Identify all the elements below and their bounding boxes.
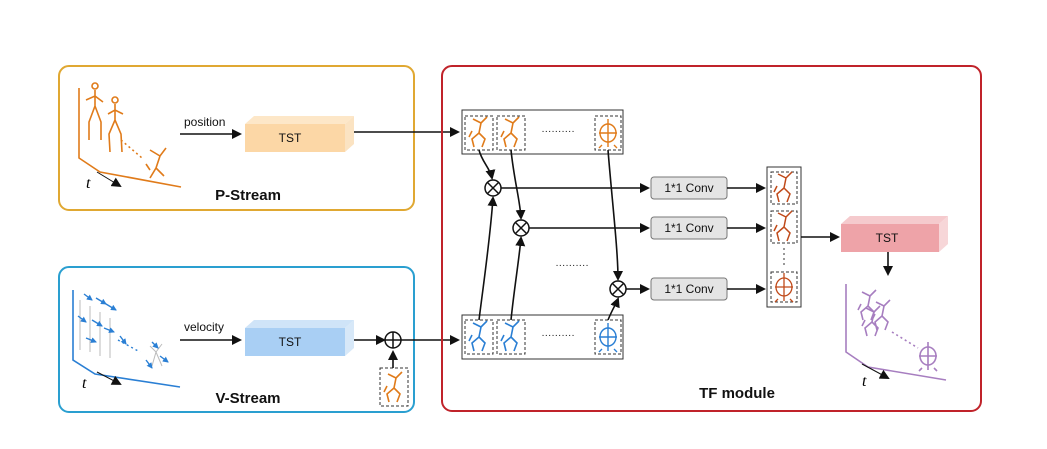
tf-tst-top bbox=[841, 216, 948, 224]
fused-feature-stack bbox=[766, 166, 802, 308]
p-time-axis bbox=[78, 88, 182, 188]
conv-1-label: 1*1 Conv bbox=[664, 181, 713, 195]
v-velocity-arrow-1 bbox=[83, 293, 93, 301]
tf-tst-label: TST bbox=[876, 231, 899, 245]
p-stream-skeleton-sequence bbox=[78, 82, 182, 188]
p2-to-mul2 bbox=[510, 149, 526, 220]
p-skeleton-3 bbox=[145, 147, 167, 179]
pn-to-muln bbox=[607, 149, 623, 281]
output-skeleton-sequence bbox=[845, 284, 947, 381]
p-tst-top bbox=[245, 116, 354, 124]
output-time-axis bbox=[845, 284, 947, 381]
v-t-label: t bbox=[82, 375, 87, 392]
v-skeleton-dots bbox=[117, 339, 141, 353]
conv-1: 1*1 Conv bbox=[650, 176, 728, 200]
p-skeleton-dots bbox=[120, 139, 143, 159]
circled-times-icon bbox=[609, 280, 627, 298]
v-feature-strip: ·········· bbox=[461, 314, 624, 360]
middle-ellipsis: ·········· bbox=[555, 260, 588, 271]
v-velocity-arrow-7 bbox=[85, 337, 97, 343]
v-skeleton-last bbox=[149, 343, 163, 367]
conv-n-label: 1*1 Conv bbox=[664, 282, 713, 296]
tf-tst-side bbox=[939, 216, 948, 252]
p-skeleton-1-head bbox=[91, 82, 99, 90]
output-t-label: t bbox=[862, 373, 867, 390]
tf-module-panel bbox=[441, 65, 982, 412]
v-velocity-arrow-11 bbox=[145, 359, 153, 369]
p-tst-side bbox=[345, 116, 354, 152]
p-skeleton-2-head bbox=[111, 96, 119, 104]
v-velocity-arrow-10 bbox=[159, 355, 169, 363]
v-tst-label: TST bbox=[279, 335, 302, 349]
p1-to-mul1 bbox=[478, 149, 496, 180]
p-stream-panel bbox=[58, 65, 415, 211]
circled-times-icon bbox=[484, 179, 502, 197]
circled-times-icon bbox=[512, 219, 530, 237]
p-skeleton-2 bbox=[107, 104, 124, 153]
v-skeleton-bones bbox=[79, 300, 111, 358]
v-tst-side bbox=[345, 320, 354, 356]
v-stream-skeleton-sequence bbox=[72, 290, 181, 388]
conv-n: 1*1 Conv bbox=[650, 277, 728, 301]
v-stream-title: V-Stream bbox=[215, 390, 280, 407]
v2-to-mul2 bbox=[510, 236, 526, 321]
tf-module-title: TF module bbox=[699, 385, 775, 402]
p-tst-block: TST bbox=[245, 116, 354, 152]
v-velocity-label: velocity bbox=[184, 320, 224, 334]
v-tst-top bbox=[245, 320, 354, 328]
v-tst-front bbox=[245, 328, 345, 356]
conv-2-label: 1*1 Conv bbox=[664, 221, 713, 235]
conv-2: 1*1 Conv bbox=[650, 216, 728, 240]
v-time-axis bbox=[72, 290, 181, 388]
circled-plus-icon bbox=[384, 331, 402, 349]
p-stream-title: P-Stream bbox=[215, 187, 281, 204]
p-position-label: position bbox=[184, 115, 225, 129]
v-velocity-arrow-5 bbox=[91, 319, 103, 327]
output-t-arrow bbox=[861, 363, 890, 379]
vn-to-muln bbox=[607, 297, 620, 321]
p-t-label: t bbox=[86, 175, 91, 192]
tf-tst-block: TST bbox=[841, 216, 948, 252]
v-velocity-arrow-6 bbox=[103, 327, 115, 333]
output-skeleton-dots bbox=[891, 331, 919, 349]
p-tst-front bbox=[245, 124, 345, 152]
p-feature-strip: ·········· bbox=[461, 109, 624, 155]
v-velocity-arrow-2 bbox=[95, 297, 107, 305]
p-tst-label: TST bbox=[279, 131, 302, 145]
v-velocity-arrow-8 bbox=[119, 335, 127, 345]
v-velocity-arrow-9 bbox=[151, 341, 159, 349]
v-feature-ellipsis: ·········· bbox=[541, 330, 574, 341]
v-velocity-arrow-4 bbox=[77, 315, 87, 323]
v-t-arrow bbox=[96, 371, 122, 385]
p-skeleton-1 bbox=[85, 90, 104, 140]
v1-to-mul1 bbox=[478, 196, 498, 321]
p-t-arrow bbox=[96, 171, 122, 188]
p-feature-ellipsis: ·········· bbox=[541, 126, 574, 137]
tf-tst-front bbox=[841, 224, 939, 252]
v-tst-block: TST bbox=[245, 320, 354, 356]
v-velocity-arrow-3 bbox=[105, 303, 117, 311]
